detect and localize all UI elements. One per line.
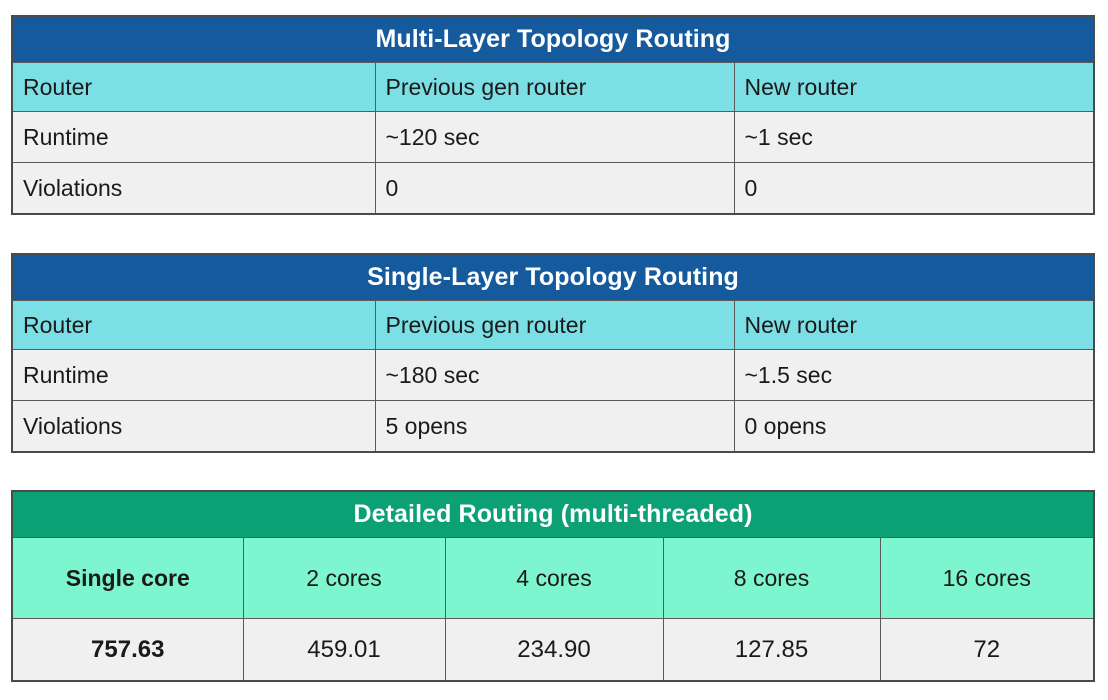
cell-violations-new-router: 0 opens bbox=[733, 400, 1095, 453]
cell-runtime-16-cores: 72 bbox=[879, 618, 1095, 682]
table-row: Runtime ~180 sec ~1.5 sec bbox=[11, 349, 1095, 401]
table-single-layer-topology-routing: Single-Layer Topology Routing Router Pre… bbox=[11, 253, 1095, 453]
table-header-row: Router Previous gen router New router bbox=[11, 300, 1095, 350]
column-header-16-cores: 16 cores bbox=[879, 537, 1095, 619]
cell-runtime-previous-gen: ~120 sec bbox=[374, 111, 735, 163]
table-title-row: Multi-Layer Topology Routing bbox=[12, 16, 1095, 63]
table-title-row: Single-Layer Topology Routing bbox=[12, 254, 1094, 301]
cell-runtime-previous-gen: ~180 sec bbox=[374, 349, 735, 401]
column-header-new-router: New router bbox=[733, 300, 1095, 350]
cell-runtime-2-cores: 459.01 bbox=[242, 618, 446, 682]
cell-runtime-8-cores: 127.85 bbox=[662, 618, 881, 682]
cell-violations-previous-gen: 5 opens bbox=[374, 400, 735, 453]
cell-runtime-single-core: 757.63 bbox=[11, 618, 244, 682]
column-header-router: Router bbox=[11, 62, 376, 112]
column-header-2-cores: 2 cores bbox=[242, 537, 446, 619]
table-row: 757.63 459.01 234.90 127.85 72 bbox=[11, 618, 1095, 682]
table-title-row: Detailed Routing (multi-threaded) bbox=[12, 491, 1094, 538]
cell-runtime-4-cores: 234.90 bbox=[444, 618, 664, 682]
table-multi-layer-topology-routing: Multi-Layer Topology Routing Router Prev… bbox=[11, 15, 1096, 215]
row-label-runtime: Runtime bbox=[11, 111, 376, 163]
cell-runtime-new-router: ~1.5 sec bbox=[733, 349, 1095, 401]
row-label-runtime: Runtime bbox=[11, 349, 376, 401]
column-header-router: Router bbox=[11, 300, 376, 350]
column-header-previous-gen-router: Previous gen router bbox=[374, 300, 735, 350]
table-row: Runtime ~120 sec ~1 sec bbox=[11, 111, 1095, 163]
column-header-previous-gen-router: Previous gen router bbox=[374, 62, 735, 112]
cell-violations-previous-gen: 0 bbox=[374, 162, 735, 215]
column-header-4-cores: 4 cores bbox=[444, 537, 664, 619]
table-row: Violations 0 0 bbox=[11, 162, 1095, 215]
table-title: Single-Layer Topology Routing bbox=[12, 254, 1094, 301]
table-header-row: Router Previous gen router New router bbox=[11, 62, 1095, 112]
table-header-row: Single core 2 cores 4 cores 8 cores 16 c… bbox=[11, 537, 1095, 619]
table-detailed-routing-multi-threaded: Detailed Routing (multi-threaded) Single… bbox=[11, 490, 1095, 682]
cell-runtime-new-router: ~1 sec bbox=[733, 111, 1095, 163]
table-title: Detailed Routing (multi-threaded) bbox=[12, 491, 1094, 538]
row-label-violations: Violations bbox=[11, 400, 376, 453]
table-title: Multi-Layer Topology Routing bbox=[12, 16, 1095, 63]
table-row: Violations 5 opens 0 opens bbox=[11, 400, 1095, 453]
column-header-new-router: New router bbox=[733, 62, 1095, 112]
column-header-single-core: Single core bbox=[11, 537, 244, 619]
cell-violations-new-router: 0 bbox=[733, 162, 1095, 215]
column-header-8-cores: 8 cores bbox=[662, 537, 881, 619]
row-label-violations: Violations bbox=[11, 162, 376, 215]
